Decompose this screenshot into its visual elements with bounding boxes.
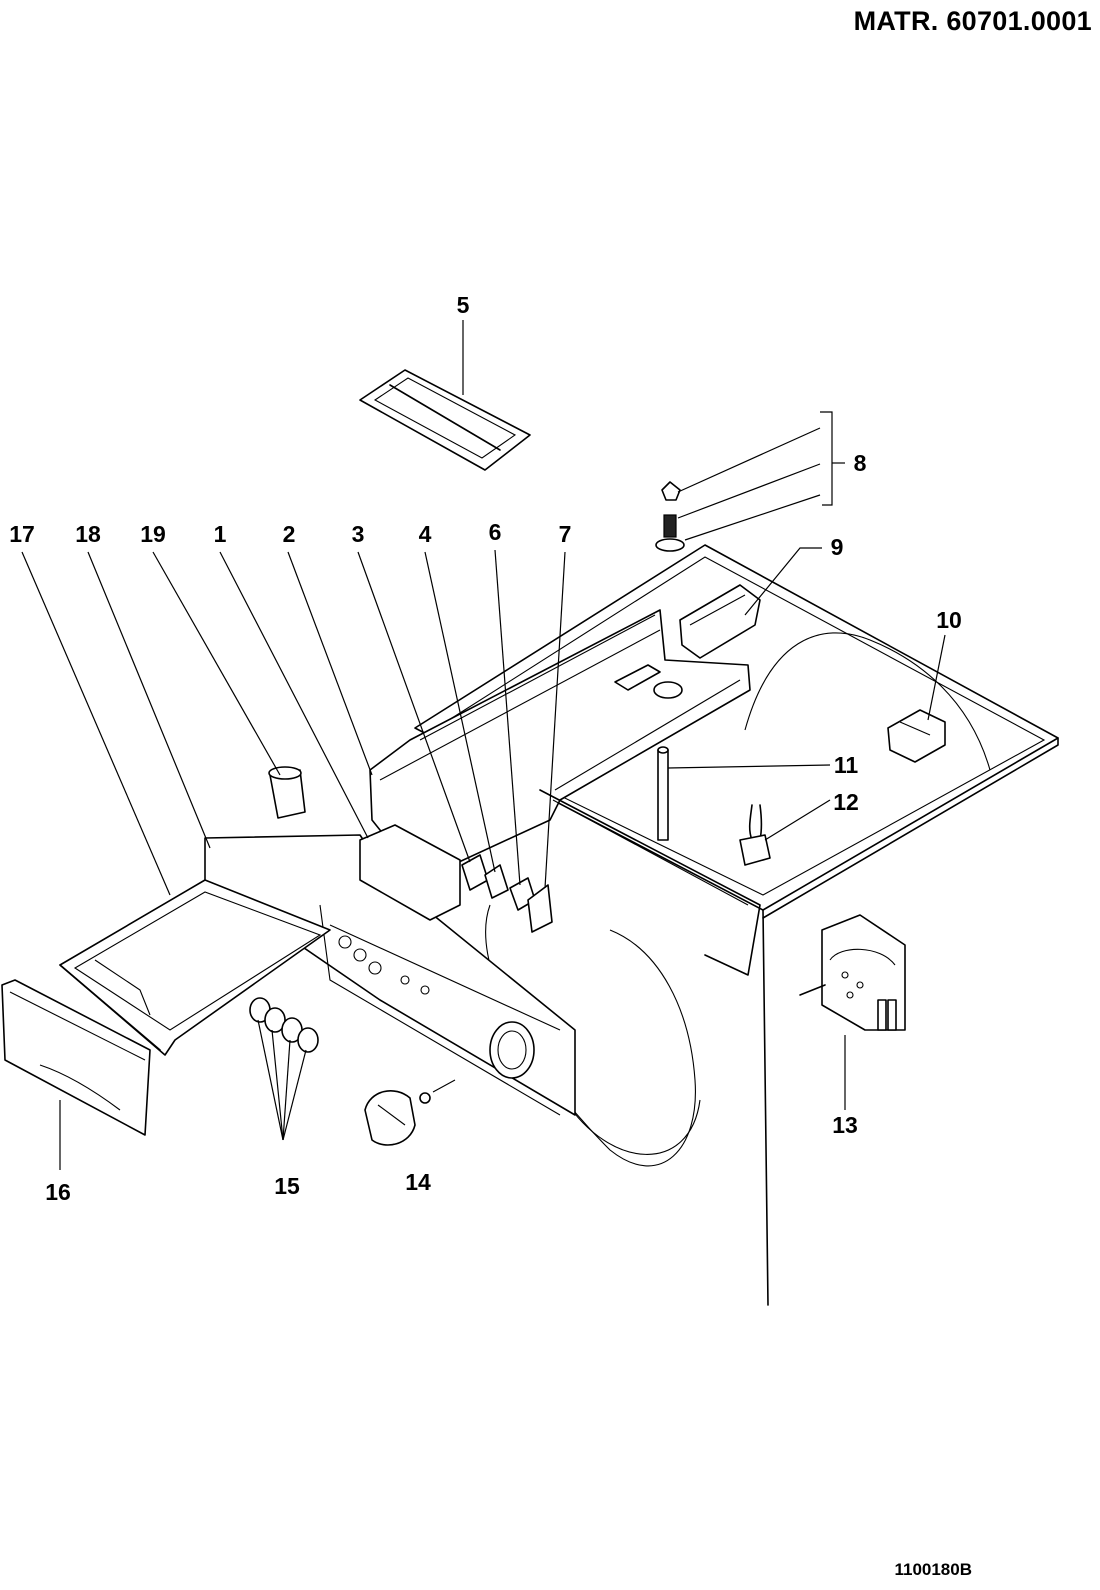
callout-4: 4 (419, 521, 432, 547)
top-handle-part (359, 369, 531, 471)
callout-18: 18 (75, 521, 101, 547)
callout-1: 1 (214, 521, 227, 547)
leader-lines (21, 320, 946, 1170)
callout-6: 6 (489, 519, 502, 545)
callout-11: 11 (834, 752, 859, 778)
panel-switches (359, 824, 553, 933)
callout-7: 7 (559, 521, 572, 547)
drawing-reference: 1100180B (894, 1560, 972, 1579)
switch-block (679, 584, 761, 659)
pressure-switch (887, 709, 946, 763)
callout-15: 15 (274, 1173, 300, 1199)
callout-17: 17 (9, 521, 35, 547)
callout-10: 10 (936, 607, 962, 633)
callout-8: 8 (854, 450, 867, 476)
callout-16: 16 (45, 1179, 71, 1205)
programme-timer (799, 914, 906, 1031)
callout-3: 3 (352, 521, 365, 547)
panel-bracket (369, 609, 761, 976)
material-number: MATR. 60701.0001 (853, 6, 1092, 36)
cabinet-top-outline (414, 544, 1059, 1306)
callout-13: 13 (832, 1112, 858, 1138)
indicator-cap (268, 766, 306, 819)
callout-12: 12 (833, 789, 859, 815)
fastener-set (655, 481, 685, 552)
callout-19: 19 (140, 521, 166, 547)
callout-labels: 5 8 17 18 19 1 2 3 4 6 7 9 10 11 12 13 1… (9, 292, 962, 1205)
callout-14: 14 (405, 1169, 431, 1195)
detergent-drawer (59, 879, 331, 1056)
selector-knob (364, 1079, 456, 1146)
wire-connector (739, 804, 771, 866)
callout-9: 9 (831, 534, 844, 560)
callout-2: 2 (283, 521, 296, 547)
drawer-front (1, 979, 151, 1136)
callout-5: 5 (457, 292, 470, 318)
hose (657, 746, 669, 841)
push-buttons (249, 997, 319, 1053)
